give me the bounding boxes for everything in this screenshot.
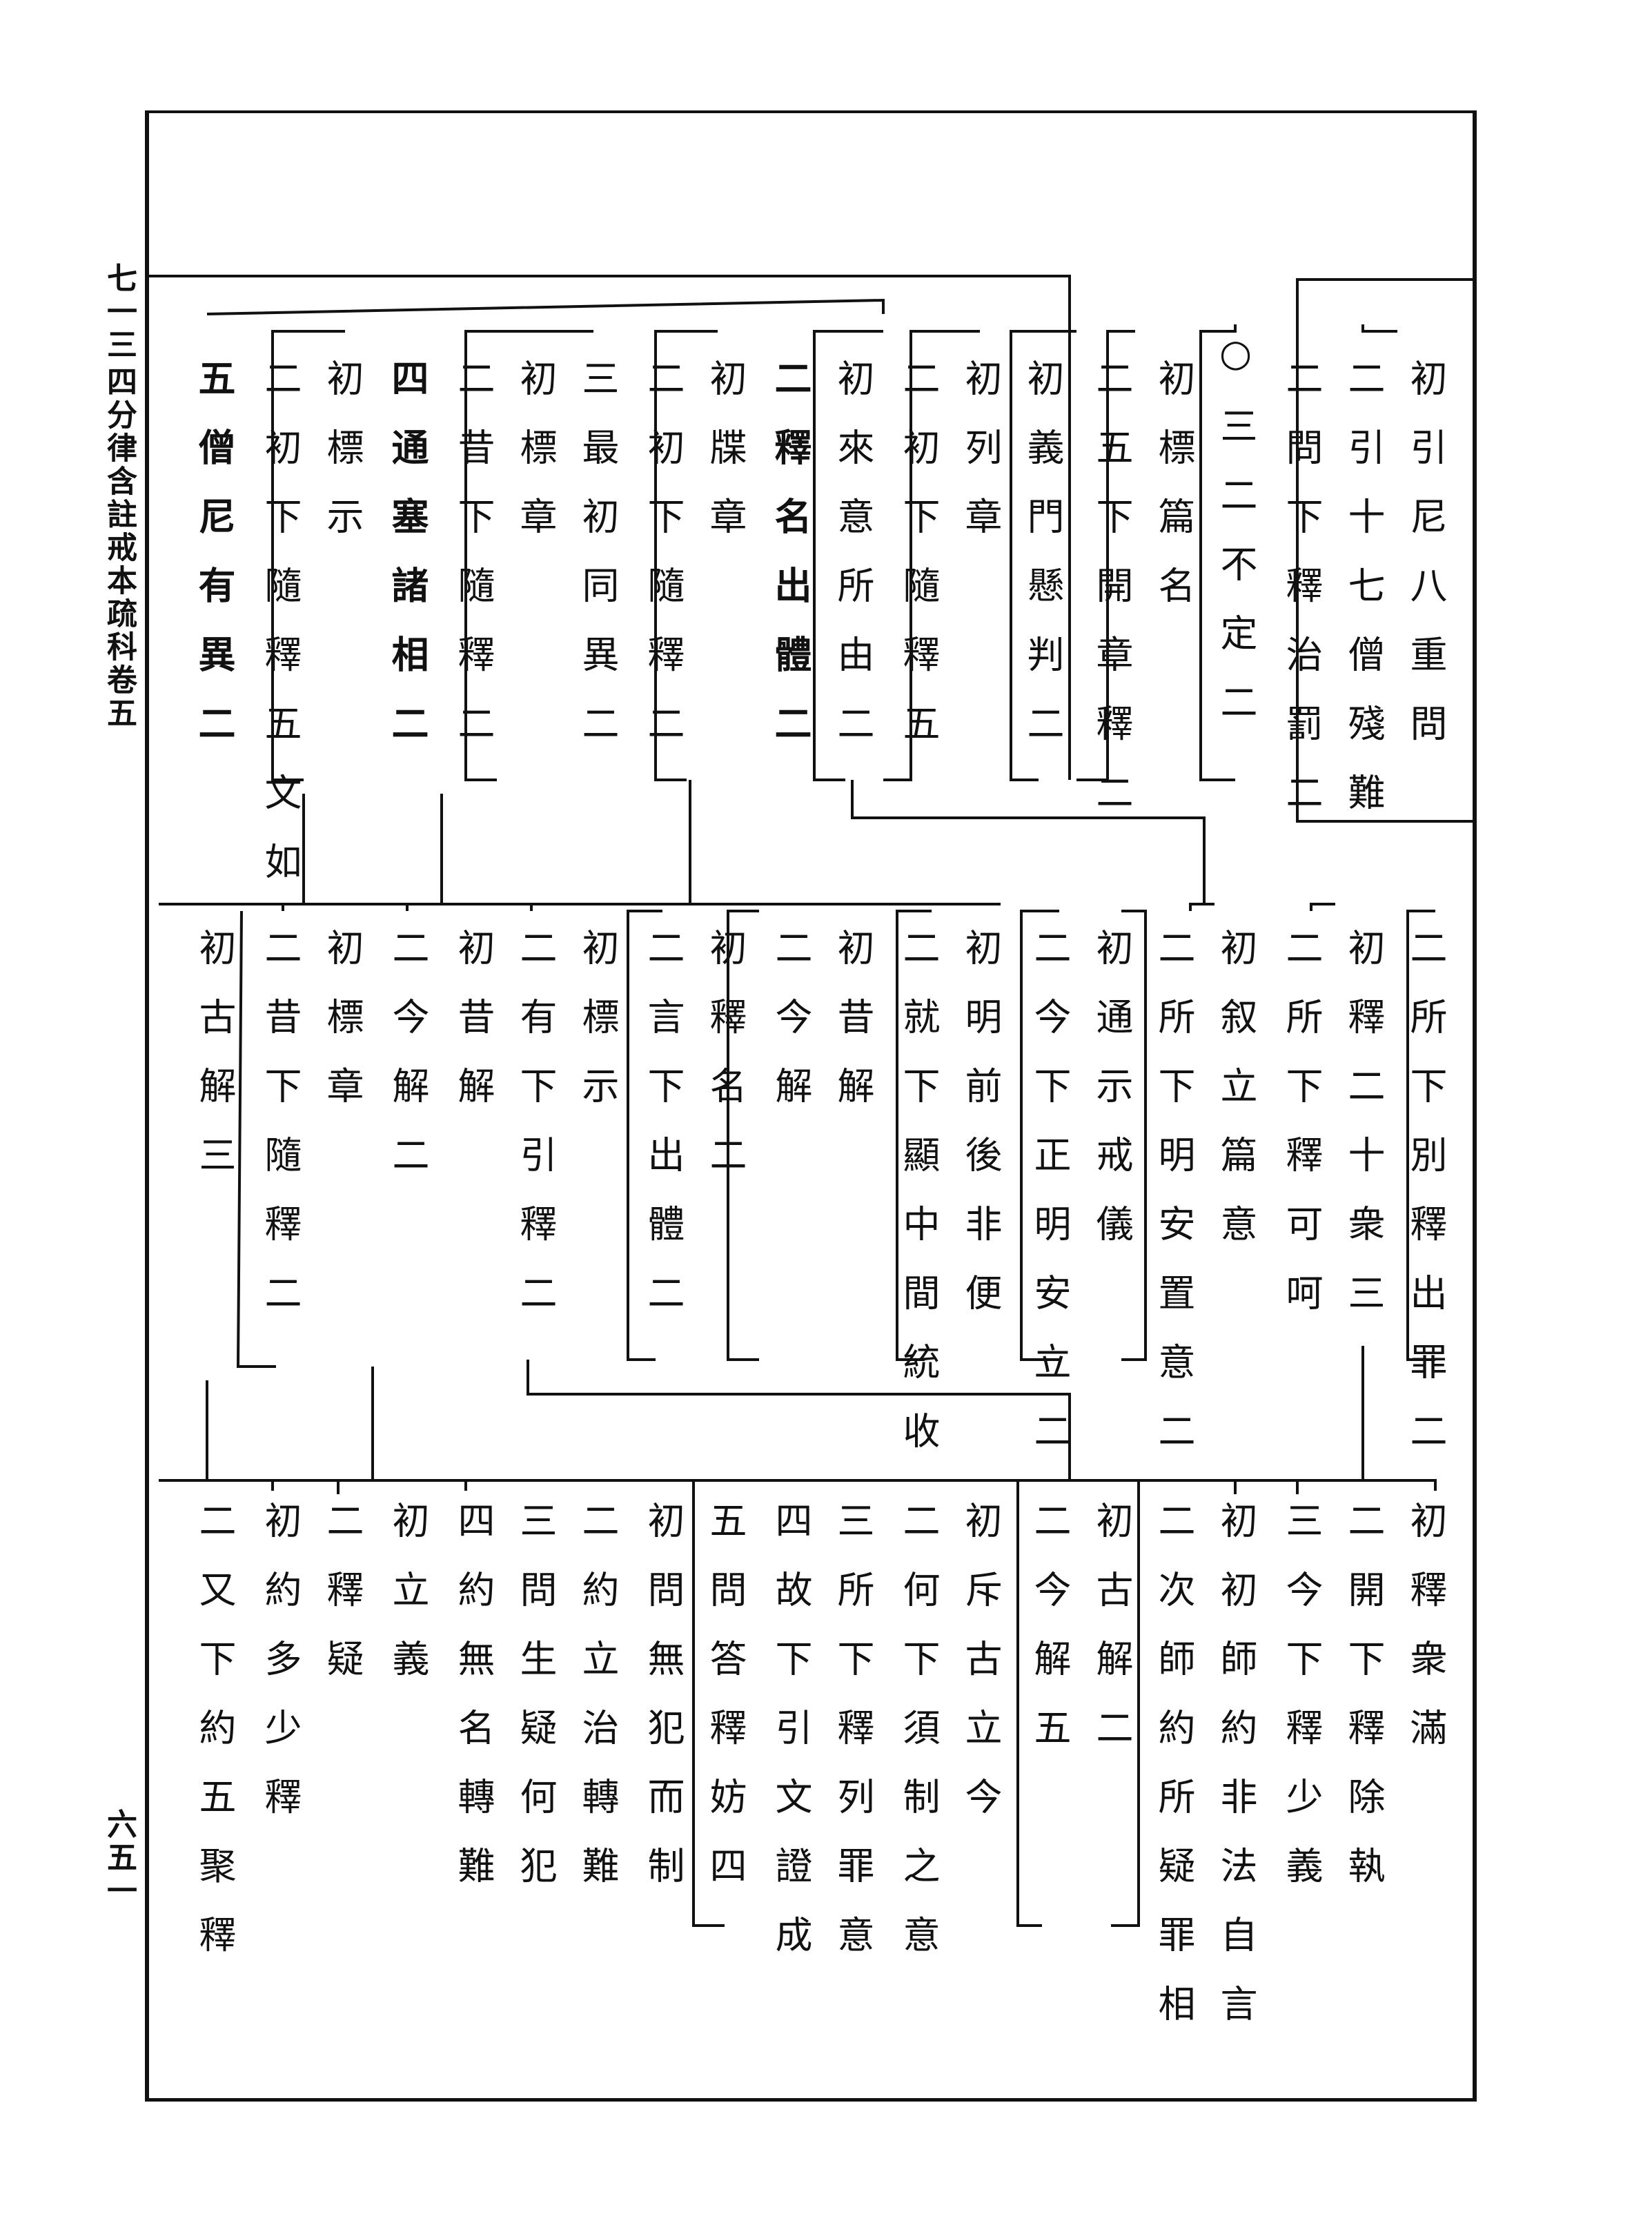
outline-entry: 二今解五 xyxy=(1027,1501,1071,1777)
outline-entry: 五問答釋妨四 xyxy=(703,1501,747,1915)
outline-entry: 初昔解 xyxy=(451,928,495,1135)
bracket-line xyxy=(813,330,883,781)
outline-entry: 四故下引文證成 xyxy=(769,1501,812,1984)
page-frame xyxy=(145,110,1477,2102)
outline-entry: 初標章 xyxy=(513,359,557,566)
outline-entry: 初古解三 xyxy=(193,928,236,1204)
outline-entry: 二又下約五聚釋 xyxy=(193,1501,236,1984)
outline-entry: 初通示戒儀 xyxy=(1090,928,1133,1273)
outline-entry: 二初下隨釋五 xyxy=(896,359,940,773)
bracket-line xyxy=(1010,330,1076,781)
outline-entry: 五僧尼有異二 xyxy=(192,359,236,773)
outline-entry: 初釋二十衆三 xyxy=(1341,928,1385,1342)
outline-entry: 二有下引釋二 xyxy=(513,928,557,1342)
outline-entry: ○三二不定二 xyxy=(1214,331,1257,752)
outline-entry: 二初下隨釋五文如 xyxy=(258,359,302,911)
bracket-line xyxy=(1020,910,1059,1361)
outline-entry: 三最初同異二 xyxy=(576,359,619,773)
outline-entry: 二問下釋治罰二 xyxy=(1279,359,1323,842)
outline-entry: 初明前後非便 xyxy=(958,928,1002,1342)
bracket-line xyxy=(1199,324,1237,781)
outline-entry: 初標篇名 xyxy=(1152,359,1195,635)
bracket-line xyxy=(1189,903,1215,911)
outline-entry: 初引尼八重問 xyxy=(1404,359,1447,773)
volume-number: 七一三 xyxy=(101,262,137,362)
outline-entry: 二引十七僧殘難 xyxy=(1341,359,1385,842)
bracket-line xyxy=(883,330,980,781)
bracket-line xyxy=(464,1479,711,1491)
outline-entry: 初約多少釋 xyxy=(258,1501,302,1846)
outline-entry: 初義門懸判二 xyxy=(1021,359,1064,773)
outline-entry: 二開下釋除執 xyxy=(1341,1501,1385,1915)
bracket-line xyxy=(627,910,662,1361)
bracket-line xyxy=(1361,324,1397,333)
outline-entry: 二所下釋可呵 xyxy=(1279,928,1323,1342)
outline-entry: 二所下明安置意二 xyxy=(1152,928,1195,1480)
outline-entry: 二昔下隨釋二 xyxy=(258,928,302,1342)
outline-entry: 初標示 xyxy=(576,928,619,1135)
outline-entry: 初古解二 xyxy=(1090,1501,1133,1777)
outline-entry: 初來意所由二 xyxy=(831,359,874,773)
outline-entry: 初牒章 xyxy=(703,359,747,566)
bracket-line xyxy=(727,910,759,1361)
outline-entry: 二次師約所疑罪相 xyxy=(1152,1501,1195,2053)
outline-entry: 初列章 xyxy=(958,359,1002,566)
outline-entry: 初初師約非法自言 xyxy=(1214,1501,1257,2053)
book-title: 四分律含註戒本疏科卷五 xyxy=(101,366,137,730)
outline-entry: 二言下出體二 xyxy=(641,928,685,1342)
outline-entry: 二釋名出體二 xyxy=(768,359,812,773)
outline-entry: 初昔解 xyxy=(831,928,874,1135)
bracket-line xyxy=(1121,910,1147,1361)
outline-entry: 初問無犯而制 xyxy=(641,1501,685,1915)
outline-entry: 二釋疑 xyxy=(320,1501,364,1708)
bracket-line xyxy=(654,330,718,781)
bracket-line xyxy=(851,780,1206,904)
outline-entry: 初叙立篇意 xyxy=(1214,928,1257,1273)
outline-entry: 初立義 xyxy=(386,1501,429,1708)
bracket-line xyxy=(1296,1479,1437,1494)
bracket-line xyxy=(1076,330,1135,781)
outline-entry: 二何下須制之意 xyxy=(896,1501,940,1984)
outline-entry: 二今解二 xyxy=(386,928,429,1204)
bracket-line xyxy=(896,910,932,1361)
bracket-line xyxy=(145,275,1071,780)
outline-entry: 初釋衆滿 xyxy=(1404,1501,1447,1777)
outline-entry: 初標示 xyxy=(320,359,364,566)
bracket-line xyxy=(337,1479,407,1494)
bracket-line xyxy=(1406,910,1435,1361)
outline-entry: 三所下釋列罪意 xyxy=(831,1501,874,1984)
bracket-line xyxy=(464,330,593,781)
bracket-line xyxy=(1296,278,1475,823)
bracket-line xyxy=(236,910,276,1368)
outline-entry: 四通塞諸相二 xyxy=(385,359,429,773)
outline-entry: 二今下正明安立二 xyxy=(1027,928,1071,1480)
outline-entry: 二今解 xyxy=(769,928,812,1135)
outline-entry: 二五下開章釋二 xyxy=(1090,359,1133,842)
bracket-line xyxy=(271,330,345,781)
outline-entry: 二昔下隨釋二 xyxy=(451,359,495,773)
outline-entry: 二約立治轉難 xyxy=(576,1501,619,1915)
bracket-line xyxy=(527,1360,1071,1480)
page-number: 六五一 xyxy=(101,1808,137,1908)
outline-entry: 四約無名轉難 xyxy=(451,1501,495,1915)
outline-entry: 初標章 xyxy=(320,928,364,1135)
outline-entry: 二就下顯中間統收 xyxy=(896,928,940,1480)
outline-entry: 二初下隨釋二 xyxy=(641,359,685,773)
outline-entry: 三問生疑何犯 xyxy=(513,1501,557,1915)
outline-entry: 三今下釋少義 xyxy=(1279,1501,1323,1915)
bracket-line xyxy=(1111,1480,1140,1927)
bracket-line xyxy=(1310,903,1335,911)
bracket-line xyxy=(206,298,885,315)
outline-entry: 初斥古立今 xyxy=(958,1501,1002,1846)
outline-entry: 初釋名二 xyxy=(703,928,747,1204)
outline-entry: 二所下別釋出罪二 xyxy=(1404,928,1447,1480)
